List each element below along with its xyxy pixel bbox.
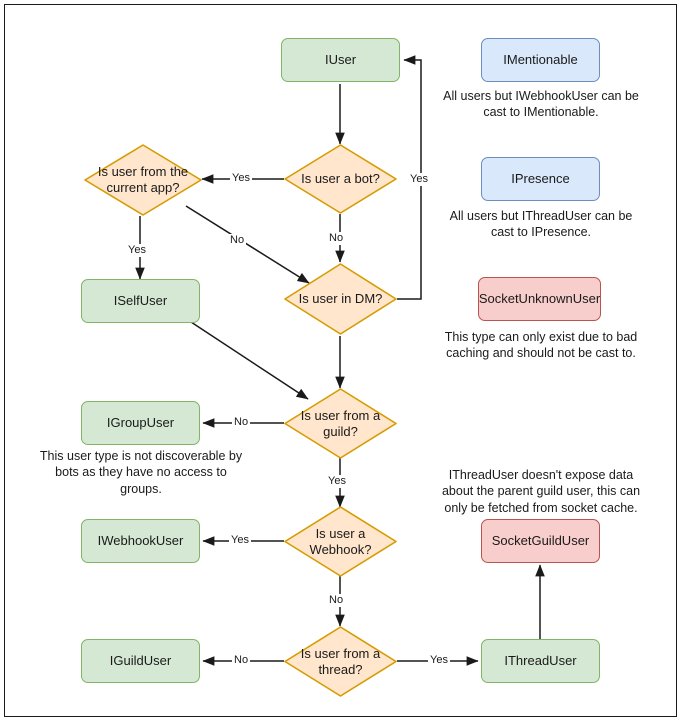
note-imentionable: All users but IWebhookUser can be cast t… bbox=[438, 88, 644, 121]
note-igroupuser: This user type is not discoverable by bo… bbox=[34, 448, 248, 497]
node-ipresence[interactable]: IPresence bbox=[481, 157, 600, 201]
node-ithreaduser-label: IThreadUser bbox=[504, 653, 577, 669]
diamond-shape bbox=[284, 263, 397, 335]
decision-from-guild[interactable]: Is user from a guild? bbox=[284, 388, 397, 459]
node-socketunknownuser-label: SocketUnknownUser bbox=[478, 291, 601, 307]
edge-label-webhook-yes: Yes bbox=[229, 534, 251, 547]
edge-label-bot-yes: Yes bbox=[230, 172, 252, 185]
edge-label-text: No bbox=[329, 232, 344, 244]
diamond-shape bbox=[284, 388, 397, 459]
edge-label-thread-no: No bbox=[232, 654, 251, 667]
edge-label-text: No bbox=[329, 594, 344, 606]
node-imentionable[interactable]: IMentionable bbox=[481, 38, 600, 82]
edge-label-text: Yes bbox=[328, 475, 346, 487]
edge-label-text: Yes bbox=[231, 534, 249, 546]
edge-label-dm-yes: Yes bbox=[408, 173, 430, 186]
edge-label-text: Yes bbox=[430, 654, 448, 666]
node-iuser-label: IUser bbox=[324, 52, 357, 68]
decision-is-webhook-label: Is user a Webhook? bbox=[309, 525, 372, 557]
edge-label-app-yes: Yes bbox=[126, 244, 148, 257]
node-iselfuser-label: ISelfUser bbox=[113, 293, 168, 309]
node-ipresence-label: IPresence bbox=[511, 171, 570, 187]
node-socketguilduser[interactable]: SocketGuildUser bbox=[481, 519, 600, 563]
note-ipresence: All users but IThreadUser can be cast to… bbox=[438, 208, 644, 241]
node-igroupuser[interactable]: IGroupUser bbox=[81, 401, 200, 445]
diamond-shape bbox=[284, 144, 397, 214]
edge-label-webhook-no: No bbox=[327, 594, 346, 607]
diamond-shape bbox=[284, 506, 397, 577]
note-ipresence-text: All users but IThreadUser can be cast to… bbox=[449, 209, 633, 240]
edge-label-text: No bbox=[230, 234, 245, 246]
node-socketguilduser-label: SocketGuildUser bbox=[491, 533, 590, 549]
note-ithreaduser: IThreadUser doesn't expose data about th… bbox=[432, 467, 650, 516]
decision-from-current-app[interactable]: Is user from the current app? bbox=[84, 144, 202, 216]
edge-label-text: No bbox=[234, 416, 249, 428]
decision-is-user-a-bot[interactable]: Is user a bot? bbox=[284, 144, 397, 214]
decision-is-user-in-dm-label: Is user in DM? bbox=[298, 291, 383, 307]
edge-label-app-no: No bbox=[228, 234, 247, 247]
diamond-shape bbox=[84, 144, 202, 216]
note-imentionable-text: All users but IWebhookUser can be cast t… bbox=[443, 89, 639, 120]
note-igroupuser-text: This user type is not discoverable by bo… bbox=[39, 449, 243, 496]
decision-is-user-a-bot-label: Is user a bot? bbox=[301, 171, 380, 187]
edge-label-bot-no: No bbox=[327, 232, 346, 245]
node-iguilduser[interactable]: IGuildUser bbox=[81, 639, 200, 683]
node-iuser[interactable]: IUser bbox=[281, 38, 400, 82]
node-imentionable-label: IMentionable bbox=[503, 52, 578, 68]
node-iwebhookuser-label: IWebhookUser bbox=[97, 533, 184, 549]
edge-label-thread-yes: Yes bbox=[428, 654, 450, 667]
diamond-shape bbox=[284, 626, 397, 697]
edge-label-guild-no: No bbox=[232, 416, 251, 429]
edge-label-guild-yes: Yes bbox=[326, 475, 348, 488]
decision-from-thread-label: Is user from a thread? bbox=[300, 645, 381, 677]
node-iwebhookuser[interactable]: IWebhookUser bbox=[81, 519, 200, 563]
node-socketunknownuser[interactable]: SocketUnknownUser bbox=[478, 277, 601, 321]
decision-is-user-in-dm[interactable]: Is user in DM? bbox=[284, 263, 397, 335]
node-igroupuser-label: IGroupUser bbox=[106, 415, 175, 431]
note-socketunknownuser: This type can only exist due to bad cach… bbox=[434, 329, 648, 362]
node-iselfuser[interactable]: ISelfUser bbox=[81, 279, 200, 323]
decision-from-guild-label: Is user from a guild? bbox=[300, 407, 381, 439]
decision-is-webhook[interactable]: Is user a Webhook? bbox=[284, 506, 397, 577]
decision-from-thread[interactable]: Is user from a thread? bbox=[284, 626, 397, 697]
node-iguilduser-label: IGuildUser bbox=[109, 653, 172, 669]
edge-label-text: No bbox=[234, 654, 249, 666]
edge-label-text: Yes bbox=[410, 173, 428, 185]
note-ithreaduser-text: IThreadUser doesn't expose data about th… bbox=[441, 468, 641, 515]
node-ithreaduser[interactable]: IThreadUser bbox=[481, 639, 600, 683]
edge-label-text: Yes bbox=[232, 172, 250, 184]
edge-label-text: Yes bbox=[128, 244, 146, 256]
decision-from-current-app-label: Is user from the current app? bbox=[97, 164, 189, 195]
note-socketunknownuser-text: This type can only exist due to bad cach… bbox=[444, 330, 638, 361]
